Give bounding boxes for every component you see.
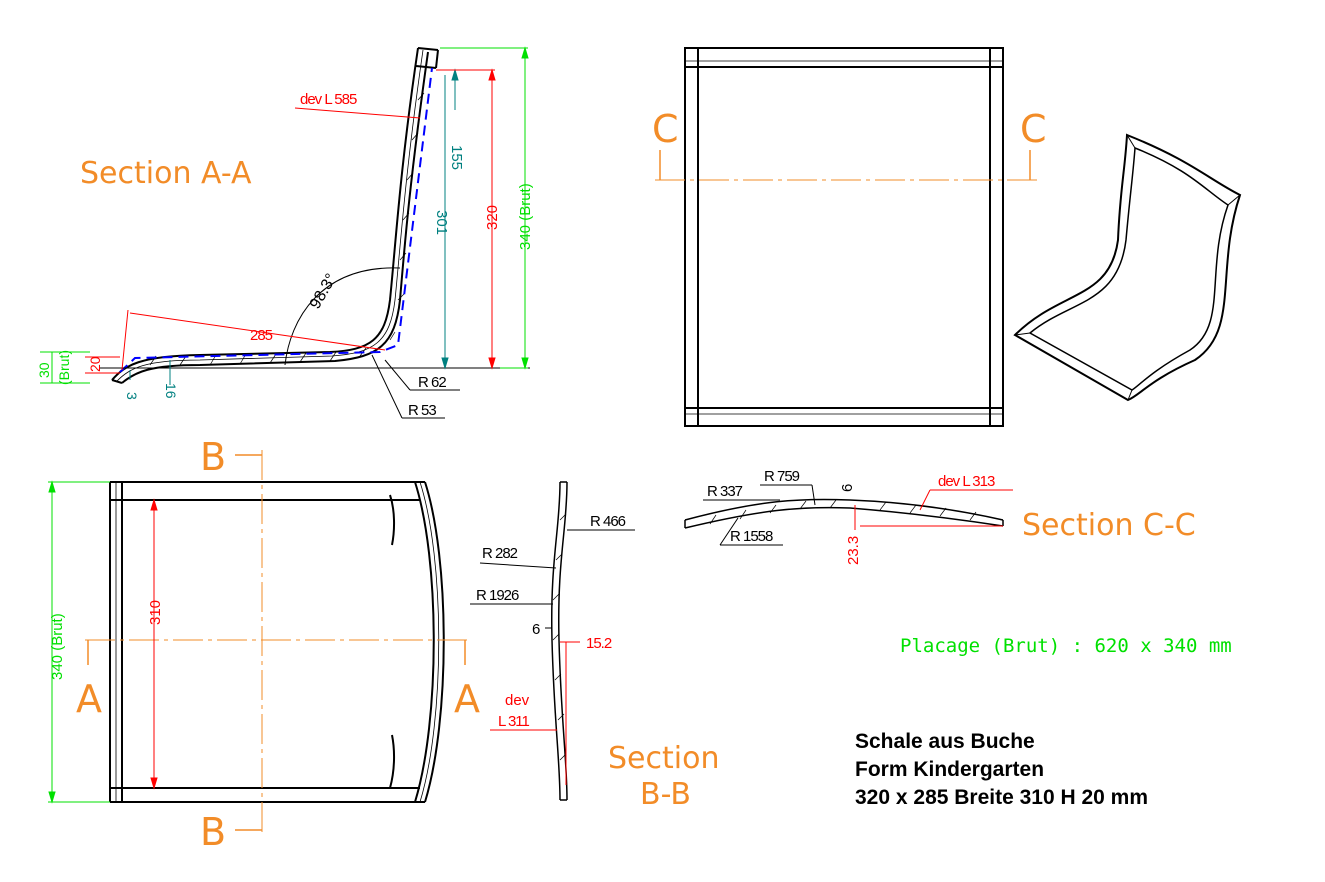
dim-3: 3 (124, 392, 140, 400)
dim-bb-dev-length: L 311 (498, 713, 530, 730)
dim-r1558: R 1558 (730, 528, 773, 545)
dim-r53: R 53 (408, 402, 436, 419)
cut-c-left: C (652, 107, 679, 151)
angle-arc (284, 267, 401, 366)
dim-301-label: 301 (433, 210, 450, 235)
top-view (655, 47, 1038, 427)
placage-note: Placage (Brut) : 620 x 340 mm (900, 635, 1232, 657)
dim-30: 30 (36, 362, 52, 378)
dim-340-brut-label: 340 (Brut) (517, 183, 534, 250)
dim-285-label: 285 (250, 327, 273, 344)
dim-285 (121, 309, 386, 371)
dim-r1926: R 1926 (476, 587, 519, 604)
section-bb-title-1: Section (608, 741, 719, 776)
dim-cc-6: 6 (839, 484, 856, 492)
dim-155-label: 155 (448, 145, 465, 170)
section-aa: Section A-A dev L 585 (36, 46, 534, 419)
cut-c-right: C (1020, 107, 1047, 151)
cut-b-bottom: B (200, 810, 226, 854)
dim-r759: R 759 (764, 468, 800, 485)
dim-320 (436, 68, 496, 370)
section-cc-title: Section C-C (1022, 508, 1196, 543)
dim-r62: R 62 (418, 374, 446, 391)
dim-bb-6: 6 (532, 621, 540, 638)
note-line-3: 320 x 285 Breite 310 H 20 mm (855, 786, 1149, 809)
dim-340-brut (440, 46, 529, 370)
section-cc-profile (684, 498, 1004, 529)
dim-16: 16 (163, 383, 179, 399)
dim-r337: R 337 (707, 483, 743, 500)
dim-front-310 (150, 498, 158, 790)
dim-155 (440, 68, 460, 110)
dim-bb-dev: dev (505, 692, 530, 709)
dim-320-label: 320 (484, 205, 501, 230)
front-view (109, 481, 445, 803)
seat-shell-profile (111, 47, 439, 384)
cut-b-top: B (200, 435, 226, 479)
mold-outline (119, 67, 433, 373)
note-line-2: Form Kindergarten (855, 758, 1045, 781)
section-cc-hatch (709, 499, 977, 525)
dim-front-340 (48, 480, 110, 804)
dim-cc-dev-l313: dev L 313 (938, 473, 995, 490)
notes-block: Schale aus Buche Form Kindergarten 320 x… (855, 728, 1148, 812)
section-bb-title-2: B-B (640, 777, 691, 812)
dim-dev-l585: dev L 585 (300, 91, 357, 108)
dim-front-340-label: 340 (Brut) (49, 613, 66, 680)
section-aa-title: Section A-A (80, 156, 252, 191)
isometric-view (1013, 133, 1242, 402)
dim-30-brut: (Brut) (56, 350, 72, 385)
dim-r466: R 466 (590, 513, 626, 530)
dim-r282: R 282 (482, 545, 518, 562)
dim-20: 20 (87, 356, 103, 372)
dim-152: 15.2 (586, 635, 612, 652)
cut-a-right: A (454, 677, 480, 721)
profile-hatching (149, 92, 425, 366)
cut-a-left: A (76, 677, 102, 721)
dim-301 (441, 75, 449, 370)
note-line-1: Schale aus Buche (855, 730, 1035, 753)
section-bb-hatch (552, 513, 567, 761)
dim-front-310-label: 310 (147, 600, 164, 625)
dim-233: 23.3 (845, 536, 862, 565)
section-bb-profile (550, 481, 568, 801)
dim-angle: 98.3° (307, 271, 340, 312)
